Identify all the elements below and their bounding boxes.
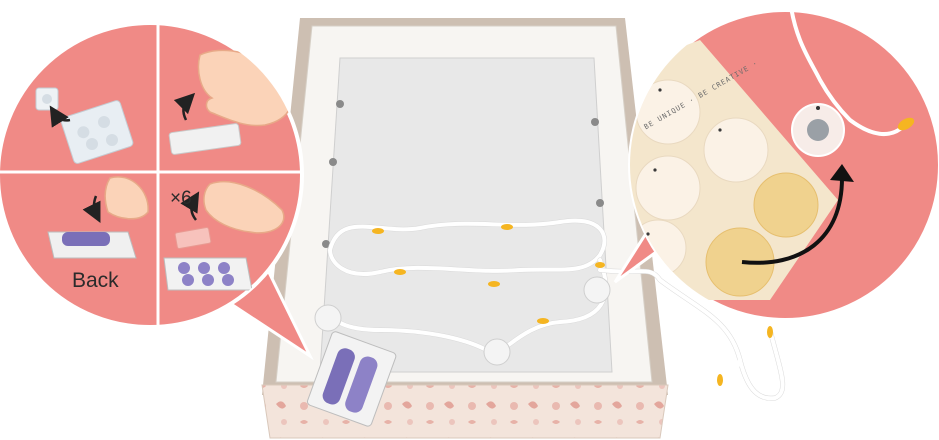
led-bulb xyxy=(595,262,605,268)
used-sticker-slot xyxy=(754,173,818,237)
adhesive-dot-icon xyxy=(704,118,768,182)
led-bulb xyxy=(394,269,406,275)
frame-backboard xyxy=(320,58,612,372)
led-bulb xyxy=(501,224,513,230)
led-bulb xyxy=(488,281,500,287)
times-six-label: ×6 xyxy=(170,188,192,209)
adhesive-dot-icon xyxy=(636,156,700,220)
right-callout-bubble: BE UNIQUE · BE CREATIVE · xyxy=(615,0,939,320)
frame-clip xyxy=(591,118,599,126)
adhesive-dot-icon xyxy=(484,339,510,365)
frame-clip xyxy=(336,100,344,108)
led-bulb xyxy=(372,228,384,234)
led-bulb xyxy=(717,374,723,386)
led-bulb xyxy=(537,318,549,324)
led-bulb xyxy=(767,326,773,338)
adhesive-dot-icon xyxy=(315,305,341,331)
adhesive-dot-icon xyxy=(584,277,610,303)
back-label: Back xyxy=(72,269,119,292)
frame-clip xyxy=(329,158,337,166)
left-callout-bubble: Back ×6 xyxy=(0,0,320,356)
frame-clip xyxy=(596,199,604,207)
